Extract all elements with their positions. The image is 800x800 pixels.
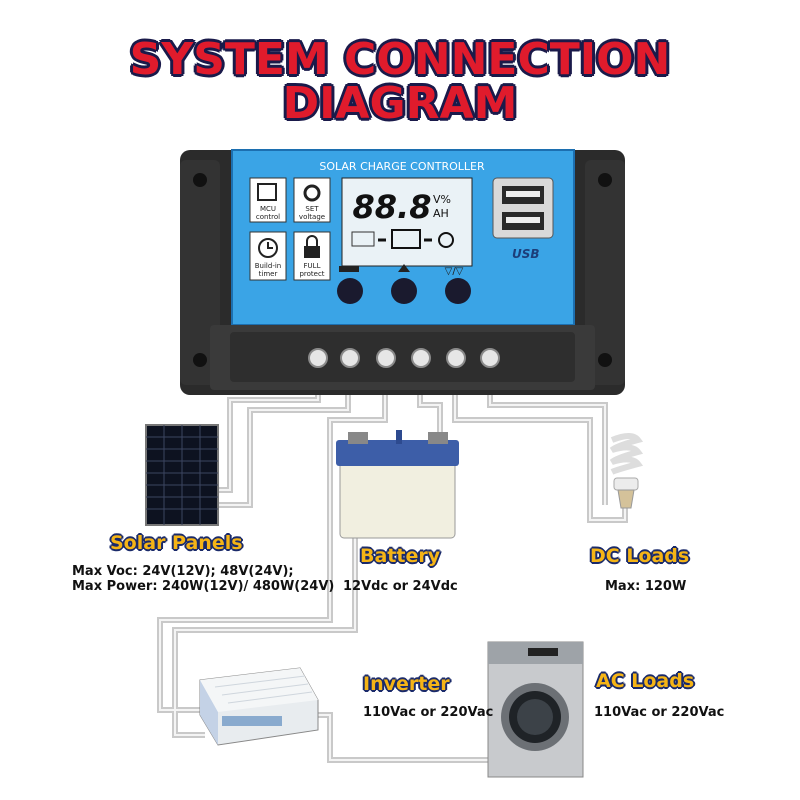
- lcd-unit-top: V%: [433, 193, 451, 206]
- svg-text:MCU: MCU: [260, 205, 276, 213]
- mount-hole: [598, 173, 612, 187]
- mount-hole: [193, 173, 207, 187]
- svg-text:voltage: voltage: [299, 213, 325, 221]
- charge-controller: MCU control SET voltage Build-in timer F…: [180, 149, 625, 395]
- down-icon: ▽/▽: [445, 266, 464, 277]
- feature-icons: MCU control SET voltage Build-in timer F…: [249, 177, 331, 281]
- svg-text:FULL: FULL: [304, 262, 321, 270]
- svg-text:timer: timer: [259, 270, 278, 278]
- lcd-display: [341, 177, 473, 267]
- bulb-mini-icon: [438, 232, 454, 248]
- svg-text:protect: protect: [299, 270, 324, 278]
- lcd-flow-icons: [351, 229, 454, 249]
- dc-loads-spec: Max: 120W: [605, 579, 687, 594]
- usb-label: USB: [512, 247, 540, 261]
- solar-panel: [145, 424, 219, 526]
- svg-text:control: control: [256, 213, 280, 221]
- battery: [336, 430, 459, 539]
- battery-label: Battery: [360, 545, 441, 567]
- menu-button: [337, 278, 363, 304]
- solar-spec-voc: Max Voc: 24V(12V); 48V(24V);: [72, 564, 294, 579]
- gear-icon: [303, 184, 321, 202]
- solar-mini-icon: [351, 231, 375, 247]
- lock-icon: [304, 246, 320, 258]
- clock-icon: [258, 238, 278, 258]
- battery-terminal: [428, 432, 448, 444]
- svg-text:Build-in: Build-in: [255, 262, 281, 270]
- controller-name: SOLAR CHARGE CONTROLLER: [319, 160, 485, 173]
- cfl-bulb: [609, 433, 644, 509]
- battery-mini-icon: [391, 229, 421, 249]
- inverter-spec: 110Vac or 220Vac: [363, 705, 494, 720]
- svg-text:SET: SET: [305, 205, 319, 213]
- inverter: [199, 667, 319, 746]
- mount-hole: [193, 353, 207, 367]
- inverter-label: Inverter: [363, 673, 450, 695]
- up-button: [391, 278, 417, 304]
- solar-spec-power: Max Power: 240W(12V)/ 480W(24V): [72, 579, 335, 594]
- ac-loads-spec: 110Vac or 220Vac: [594, 705, 725, 720]
- up-icon: [398, 264, 410, 272]
- usb-ports: USB: [492, 177, 554, 261]
- diagram-title-line1: SYSTEM CONNECTION: [129, 34, 671, 85]
- chip-icon: [257, 183, 277, 201]
- battery-tab-icon: [339, 266, 359, 272]
- lcd-unit-bottom: AH: [433, 207, 449, 220]
- wire-ac-out: [300, 712, 490, 763]
- lcd-digits: 88.8: [353, 188, 432, 226]
- terminal-screws: [308, 348, 500, 368]
- washing-machine: [487, 641, 584, 778]
- mount-hole: [598, 353, 612, 367]
- battery-spec: 12Vdc or 24Vdc: [343, 579, 458, 594]
- ac-loads-label: AC Loads: [596, 670, 695, 692]
- controller-buttons: ▽/▽: [337, 264, 471, 304]
- solar-panels-label: Solar Panels: [110, 532, 243, 554]
- battery-terminal: [348, 432, 368, 444]
- dc-loads-label: DC Loads: [590, 545, 690, 567]
- diagram-title-line2: DIAGRAM: [282, 78, 518, 129]
- down-button: [445, 278, 471, 304]
